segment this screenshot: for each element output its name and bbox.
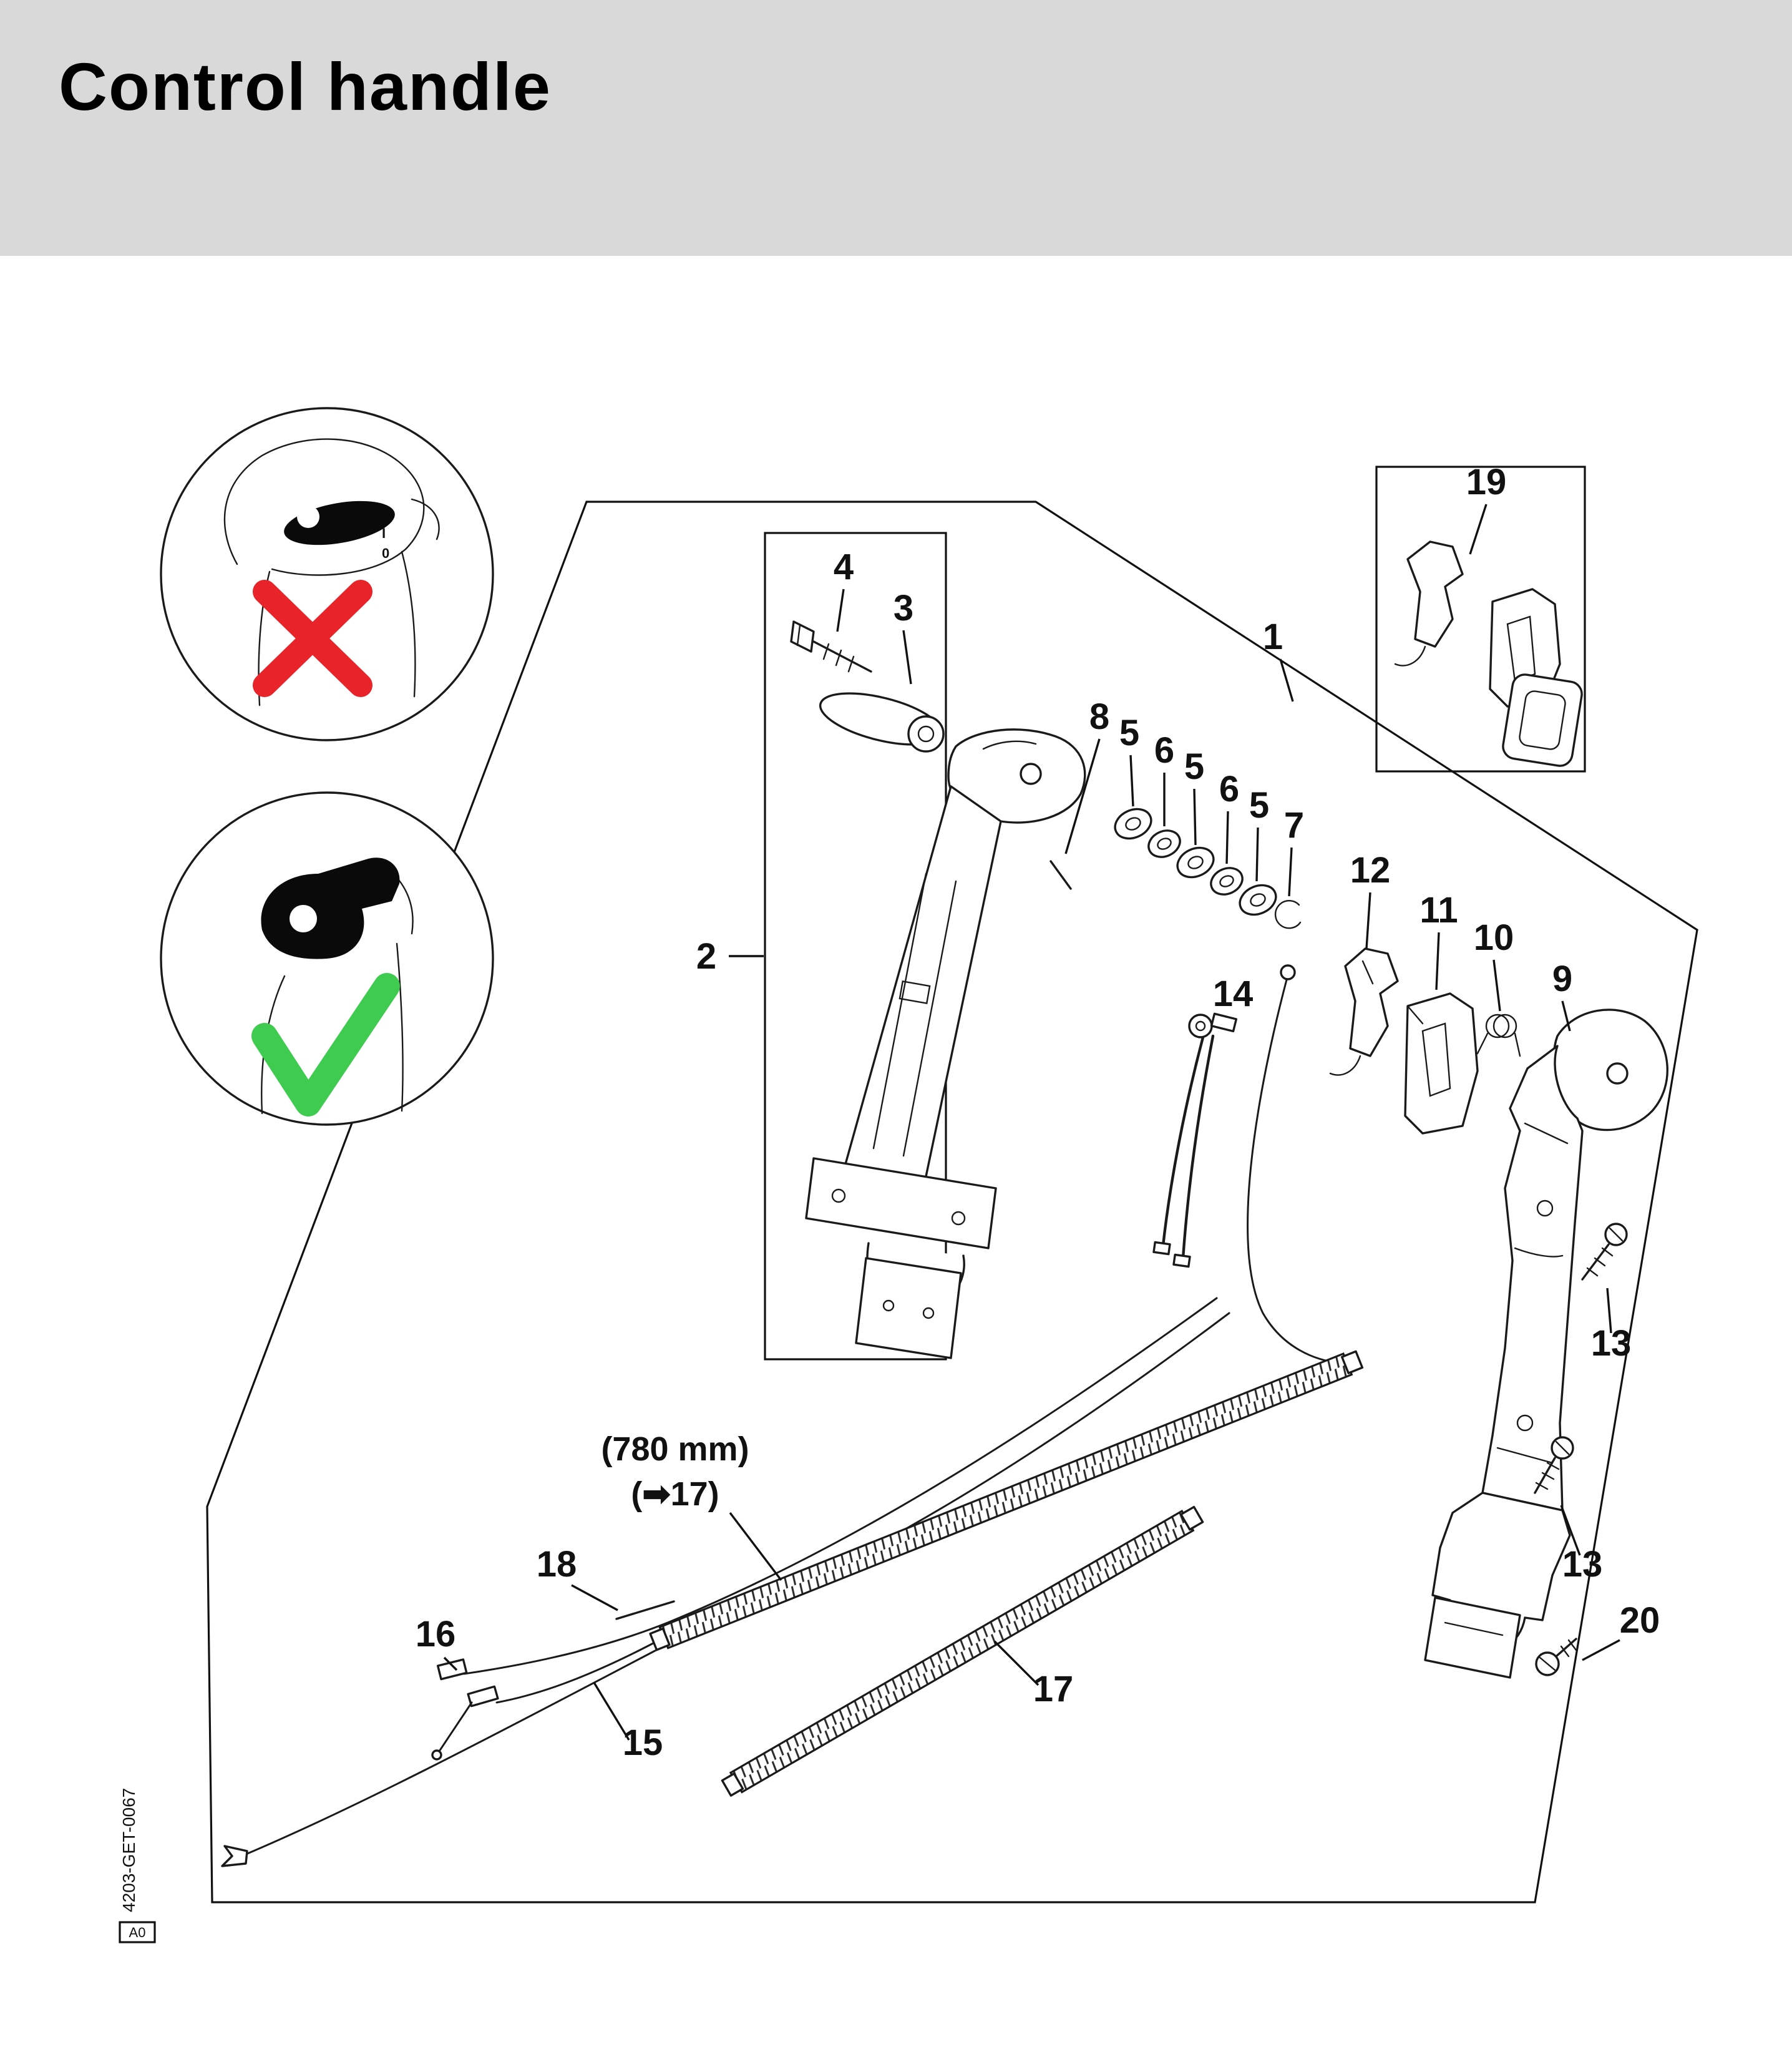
leader-line-12 (1365, 892, 1371, 949)
part-label-17: 17 (1033, 1669, 1074, 1709)
leader-line-5 (1255, 827, 1259, 882)
leader-line-4 (836, 589, 845, 632)
leader-line-9 (1561, 1000, 1571, 1032)
leader-line-1 (1279, 658, 1294, 702)
part-label-5: 5 (1184, 746, 1204, 787)
wiring-harness-14 (1152, 1012, 1238, 1268)
part-label-16: 16 (416, 1614, 456, 1654)
leader-line-3 (902, 630, 912, 685)
leader-line-16 (443, 1656, 458, 1671)
part-label-2: 2 (696, 936, 716, 977)
trigger-interlock-12 (1329, 947, 1399, 1076)
cable-nipple (431, 1749, 442, 1761)
page-footer: 4203-GET-0067 A0 (119, 1788, 156, 1943)
leader-line-18 (571, 1584, 618, 1611)
cable-sheath-17-lower (721, 1505, 1204, 1797)
bolt-4 (790, 620, 872, 673)
dimension-annotations: (780 mm) (➡17) (601, 1430, 782, 1581)
version-box (119, 1921, 156, 1943)
switch-off-mark: 0 (382, 545, 389, 561)
clip-7 (1274, 900, 1302, 929)
part-label-10: 10 (1474, 917, 1514, 958)
inset-wrong-grip: I 0 (160, 407, 494, 741)
part-label-11: 11 (1419, 890, 1458, 931)
version-label: A0 (129, 1925, 146, 1940)
part-label-20: 20 (1620, 1600, 1660, 1641)
part-label-3: 3 (894, 588, 913, 628)
exploded-view (206, 466, 1698, 1903)
pin-8 (1049, 860, 1072, 890)
part-label-6: 6 (1154, 730, 1174, 771)
cable-ref-leader (729, 1512, 782, 1581)
part-label-14: 14 (1213, 974, 1254, 1014)
part-label-5: 5 (1119, 713, 1139, 753)
switch-shaft-11 (1404, 992, 1479, 1135)
leader-line-5 (1129, 755, 1134, 807)
part-label-13: 13 (1591, 1323, 1632, 1364)
part-label-13: 13 (1562, 1544, 1603, 1585)
harness-wire-upper (463, 1297, 1218, 1675)
part-label-7: 7 (1284, 805, 1304, 846)
leader-line-5 (1193, 788, 1197, 846)
part-label-9: 9 (1552, 959, 1572, 999)
throttle-wire-15 (495, 1636, 665, 1704)
part-label-4: 4 (834, 547, 854, 587)
leader-line-19 (1469, 504, 1488, 555)
switch-kit-box-19 (1375, 466, 1586, 773)
cable-barrel-15 (467, 1685, 499, 1708)
handle-housing-2 (805, 728, 1086, 1359)
leader-line-8 (1064, 738, 1101, 854)
inset-correct-grip (160, 791, 494, 1126)
wrong-cross-icon (253, 580, 373, 697)
part-label-19: 19 (1466, 462, 1507, 502)
connector-16 (436, 1658, 468, 1681)
page-title: Control handle (59, 49, 552, 124)
leader-line-13 (1606, 1288, 1612, 1334)
switch-lever-silhouette (261, 858, 400, 959)
inner-cable (1247, 979, 1342, 1364)
part-label-8: 8 (1089, 696, 1109, 737)
screw-13-upper (1581, 1223, 1628, 1281)
correct-check-icon (251, 973, 400, 1117)
lever-3 (819, 692, 945, 753)
leader-line-11 (1435, 932, 1440, 990)
leader-line-17 (993, 1640, 1040, 1686)
leader-line-20 (1582, 1639, 1620, 1661)
page-header: Control handle (0, 0, 1792, 256)
document-number: 4203-GET-0067 (119, 1788, 139, 1912)
handle-housing-9 (1424, 1009, 1668, 1679)
cable-ball-end (1280, 964, 1296, 980)
screw-13-lower (1534, 1436, 1574, 1494)
usage-insets: I 0 (160, 407, 494, 1126)
leader-line-7 (1288, 847, 1293, 897)
part-label-12: 12 (1350, 850, 1391, 891)
cable-ref-label: (➡17) (631, 1475, 719, 1513)
leader-line-6 (1225, 811, 1229, 864)
cable-length-label: (780 mm) (601, 1430, 749, 1468)
part-label-5: 5 (1249, 785, 1269, 826)
split-sleeve-18 (615, 1600, 675, 1620)
part-label-6: 6 (1219, 769, 1239, 809)
throttle-wire-15-end (438, 1701, 473, 1752)
header-band (0, 0, 1792, 256)
assembly-frame (206, 501, 1698, 1903)
torsion-spring-10 (1476, 1014, 1521, 1057)
leader-line-15 (593, 1682, 630, 1741)
switch-on-mark: I (382, 525, 386, 541)
screw-20 (1535, 1638, 1577, 1676)
fork-terminal (221, 1845, 248, 1867)
washer-stack-5-6 (1114, 808, 1277, 916)
cable-sheath-17-upper (649, 1350, 1364, 1651)
part-label-1: 1 (1263, 617, 1283, 657)
leader-line-10 (1493, 959, 1501, 1012)
part-label-18: 18 (537, 1544, 577, 1585)
part-label-15: 15 (623, 1722, 663, 1763)
leader-line-13 (1560, 1505, 1581, 1556)
inset-circle-wrong (160, 407, 494, 741)
